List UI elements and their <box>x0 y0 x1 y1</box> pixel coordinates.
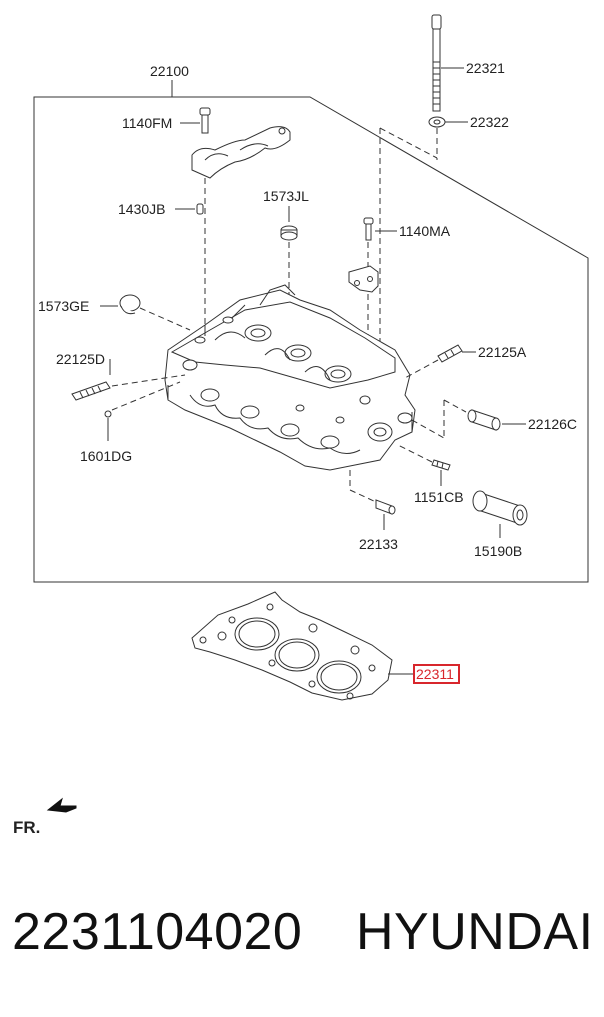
label-1140FM[interactable]: 1140FM <box>122 115 172 131</box>
bolt-1140FM-icon <box>199 107 211 134</box>
label-1151CB[interactable]: 1151CB <box>414 489 464 505</box>
parts-diagram: 22100 22321 22322 1140FM 1430JB 1573JL <box>13 14 589 837</box>
label-22133[interactable]: 22133 <box>359 536 398 552</box>
stud-22125A-icon <box>437 344 463 363</box>
label-22126C[interactable]: 22126C <box>528 416 577 432</box>
bearing-cap-icon <box>191 126 291 179</box>
dowel-1601DG-icon <box>104 410 112 418</box>
label-22321[interactable]: 22321 <box>466 60 505 76</box>
front-label: FR. <box>13 818 40 837</box>
bolt-1140MA-icon <box>363 217 374 241</box>
label-22100[interactable]: 22100 <box>150 63 189 79</box>
label-22322[interactable]: 22322 <box>470 114 509 130</box>
cup-15190B-icon <box>472 490 528 526</box>
label-1601DG[interactable]: 1601DG <box>80 448 132 464</box>
seal-1573JL-icon <box>280 225 298 241</box>
assembly-frame <box>33 96 589 583</box>
gasket-highlight-box[interactable] <box>413 664 460 684</box>
lifter-22126C-icon <box>467 409 501 431</box>
pin-1430JB-icon <box>196 203 204 215</box>
small-cap-icon <box>348 265 379 293</box>
label-22311[interactable]: 22311 <box>416 666 454 682</box>
stud-1151CB-icon <box>431 459 451 471</box>
label-22125D[interactable]: 22125D <box>56 351 105 367</box>
part-number: 2231104020 <box>12 903 303 961</box>
label-1430JB[interactable]: 1430JB <box>118 201 165 217</box>
brand-name: HYUNDAI <box>356 903 594 961</box>
label-22125A[interactable]: 22125A <box>478 344 527 360</box>
front-arrow-icon <box>46 797 77 813</box>
label-1573GE[interactable]: 1573GE <box>38 298 89 314</box>
head-gasket-icon <box>191 591 393 701</box>
plug-1573GE-icon <box>119 294 141 315</box>
footer-band <box>0 860 604 1017</box>
label-1140MA[interactable]: 1140MA <box>399 223 451 239</box>
label-15190B[interactable]: 15190B <box>474 543 522 559</box>
stud-22125D-icon <box>71 381 111 401</box>
washer-22322-icon <box>428 116 446 128</box>
label-1573JL[interactable]: 1573JL <box>263 188 309 204</box>
bush-22133-icon <box>375 499 396 515</box>
bolt-22321-icon <box>431 14 442 112</box>
cylinder-head-icon <box>164 284 416 471</box>
